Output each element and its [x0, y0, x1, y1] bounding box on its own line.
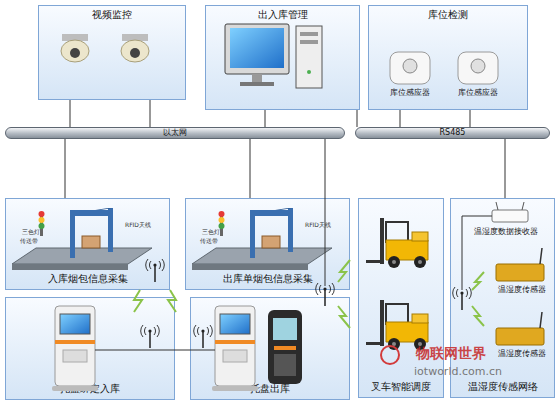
connector [265, 110, 266, 127]
part-label: 传送带 [14, 238, 44, 245]
device-label: 库位感应器 [453, 89, 503, 98]
connector-line [150, 100, 151, 127]
box-title: 出入库管理 [206, 9, 359, 21]
bus-label: RS485 [356, 128, 549, 138]
connector-line [175, 350, 190, 351]
wireless-symbol [168, 290, 176, 312]
wireless-symbol [338, 306, 350, 328]
antenna [146, 259, 165, 282]
bay-sensor [390, 52, 430, 84]
connector [400, 110, 470, 127]
device-label: 温湿度数据接收器 [458, 228, 553, 237]
conveyor-gate [12, 208, 152, 270]
kiosk [212, 306, 258, 391]
part-label: 三色灯 [196, 229, 226, 236]
box-title: 入库烟包信息采集 [6, 273, 169, 285]
bus-bar: RS485 [355, 127, 550, 139]
watermark: 物联网世界 [401, 346, 501, 361]
wireless-symbol [338, 260, 350, 282]
system-box: 视频监控 [38, 5, 186, 100]
humidity-sensor [496, 248, 544, 281]
wireless-symbol [134, 290, 142, 312]
box-title: 叉车智能调度 [359, 381, 443, 393]
antenna [316, 283, 335, 306]
humidity-sensor [496, 312, 544, 345]
antenna [194, 325, 213, 348]
connector-line [70, 100, 71, 127]
watermark-logo [381, 346, 399, 364]
forklift [366, 300, 428, 350]
box-title: 托盘出库 [191, 383, 349, 395]
connector [250, 139, 251, 198]
kiosk [52, 306, 98, 391]
box-title: 视频监控 [39, 9, 185, 21]
box-title: 库位检测 [369, 9, 527, 21]
wire [190, 350, 215, 351]
box-title: 托盘绑定入库 [6, 383, 174, 395]
device-label: 温湿度传感器 [492, 350, 552, 359]
antenna [453, 287, 472, 310]
station-box: 托盘绑定入库 [5, 297, 175, 400]
connector-line [250, 139, 251, 198]
forklift [366, 218, 428, 268]
camera [121, 34, 149, 62]
box-title: 出库单烟包信息采集 [186, 273, 349, 285]
part-label: 三色灯 [16, 229, 46, 236]
connector [357, 110, 358, 127]
bus-bar: 以太网 [5, 127, 345, 139]
connector [505, 139, 506, 198]
computer [225, 24, 322, 88]
wire [325, 139, 326, 286]
system-box: 出入库管理 [205, 5, 360, 110]
connector-line [65, 139, 66, 198]
connector-line [265, 110, 266, 127]
connector [70, 100, 150, 127]
connector-line [400, 110, 401, 127]
part-label: RFID天线 [298, 222, 338, 229]
bay-sensor [458, 52, 498, 84]
wireless-symbol [472, 306, 484, 326]
wireless-symbol [472, 272, 484, 290]
antenna [141, 325, 160, 348]
watermark: iotworld.com.cn [408, 366, 508, 378]
conveyor-gate [192, 208, 332, 270]
bus-label: 以太网 [6, 128, 344, 138]
wire [95, 350, 175, 351]
part-label: 传送带 [194, 238, 224, 245]
connector-line [357, 110, 358, 127]
handheld [268, 310, 302, 384]
device-label: 库位感应器 [385, 89, 435, 98]
station-box: 托盘出库 [190, 297, 350, 400]
data-receiver [492, 202, 528, 222]
connector [65, 139, 66, 198]
connector-line [505, 139, 506, 198]
box-title: 温湿度传感网络 [451, 381, 554, 393]
camera [61, 34, 89, 62]
device-label: 温湿度传感器 [492, 286, 552, 295]
connector [175, 350, 190, 351]
part-label: RFID天线 [118, 222, 158, 229]
connector-line [470, 110, 471, 127]
